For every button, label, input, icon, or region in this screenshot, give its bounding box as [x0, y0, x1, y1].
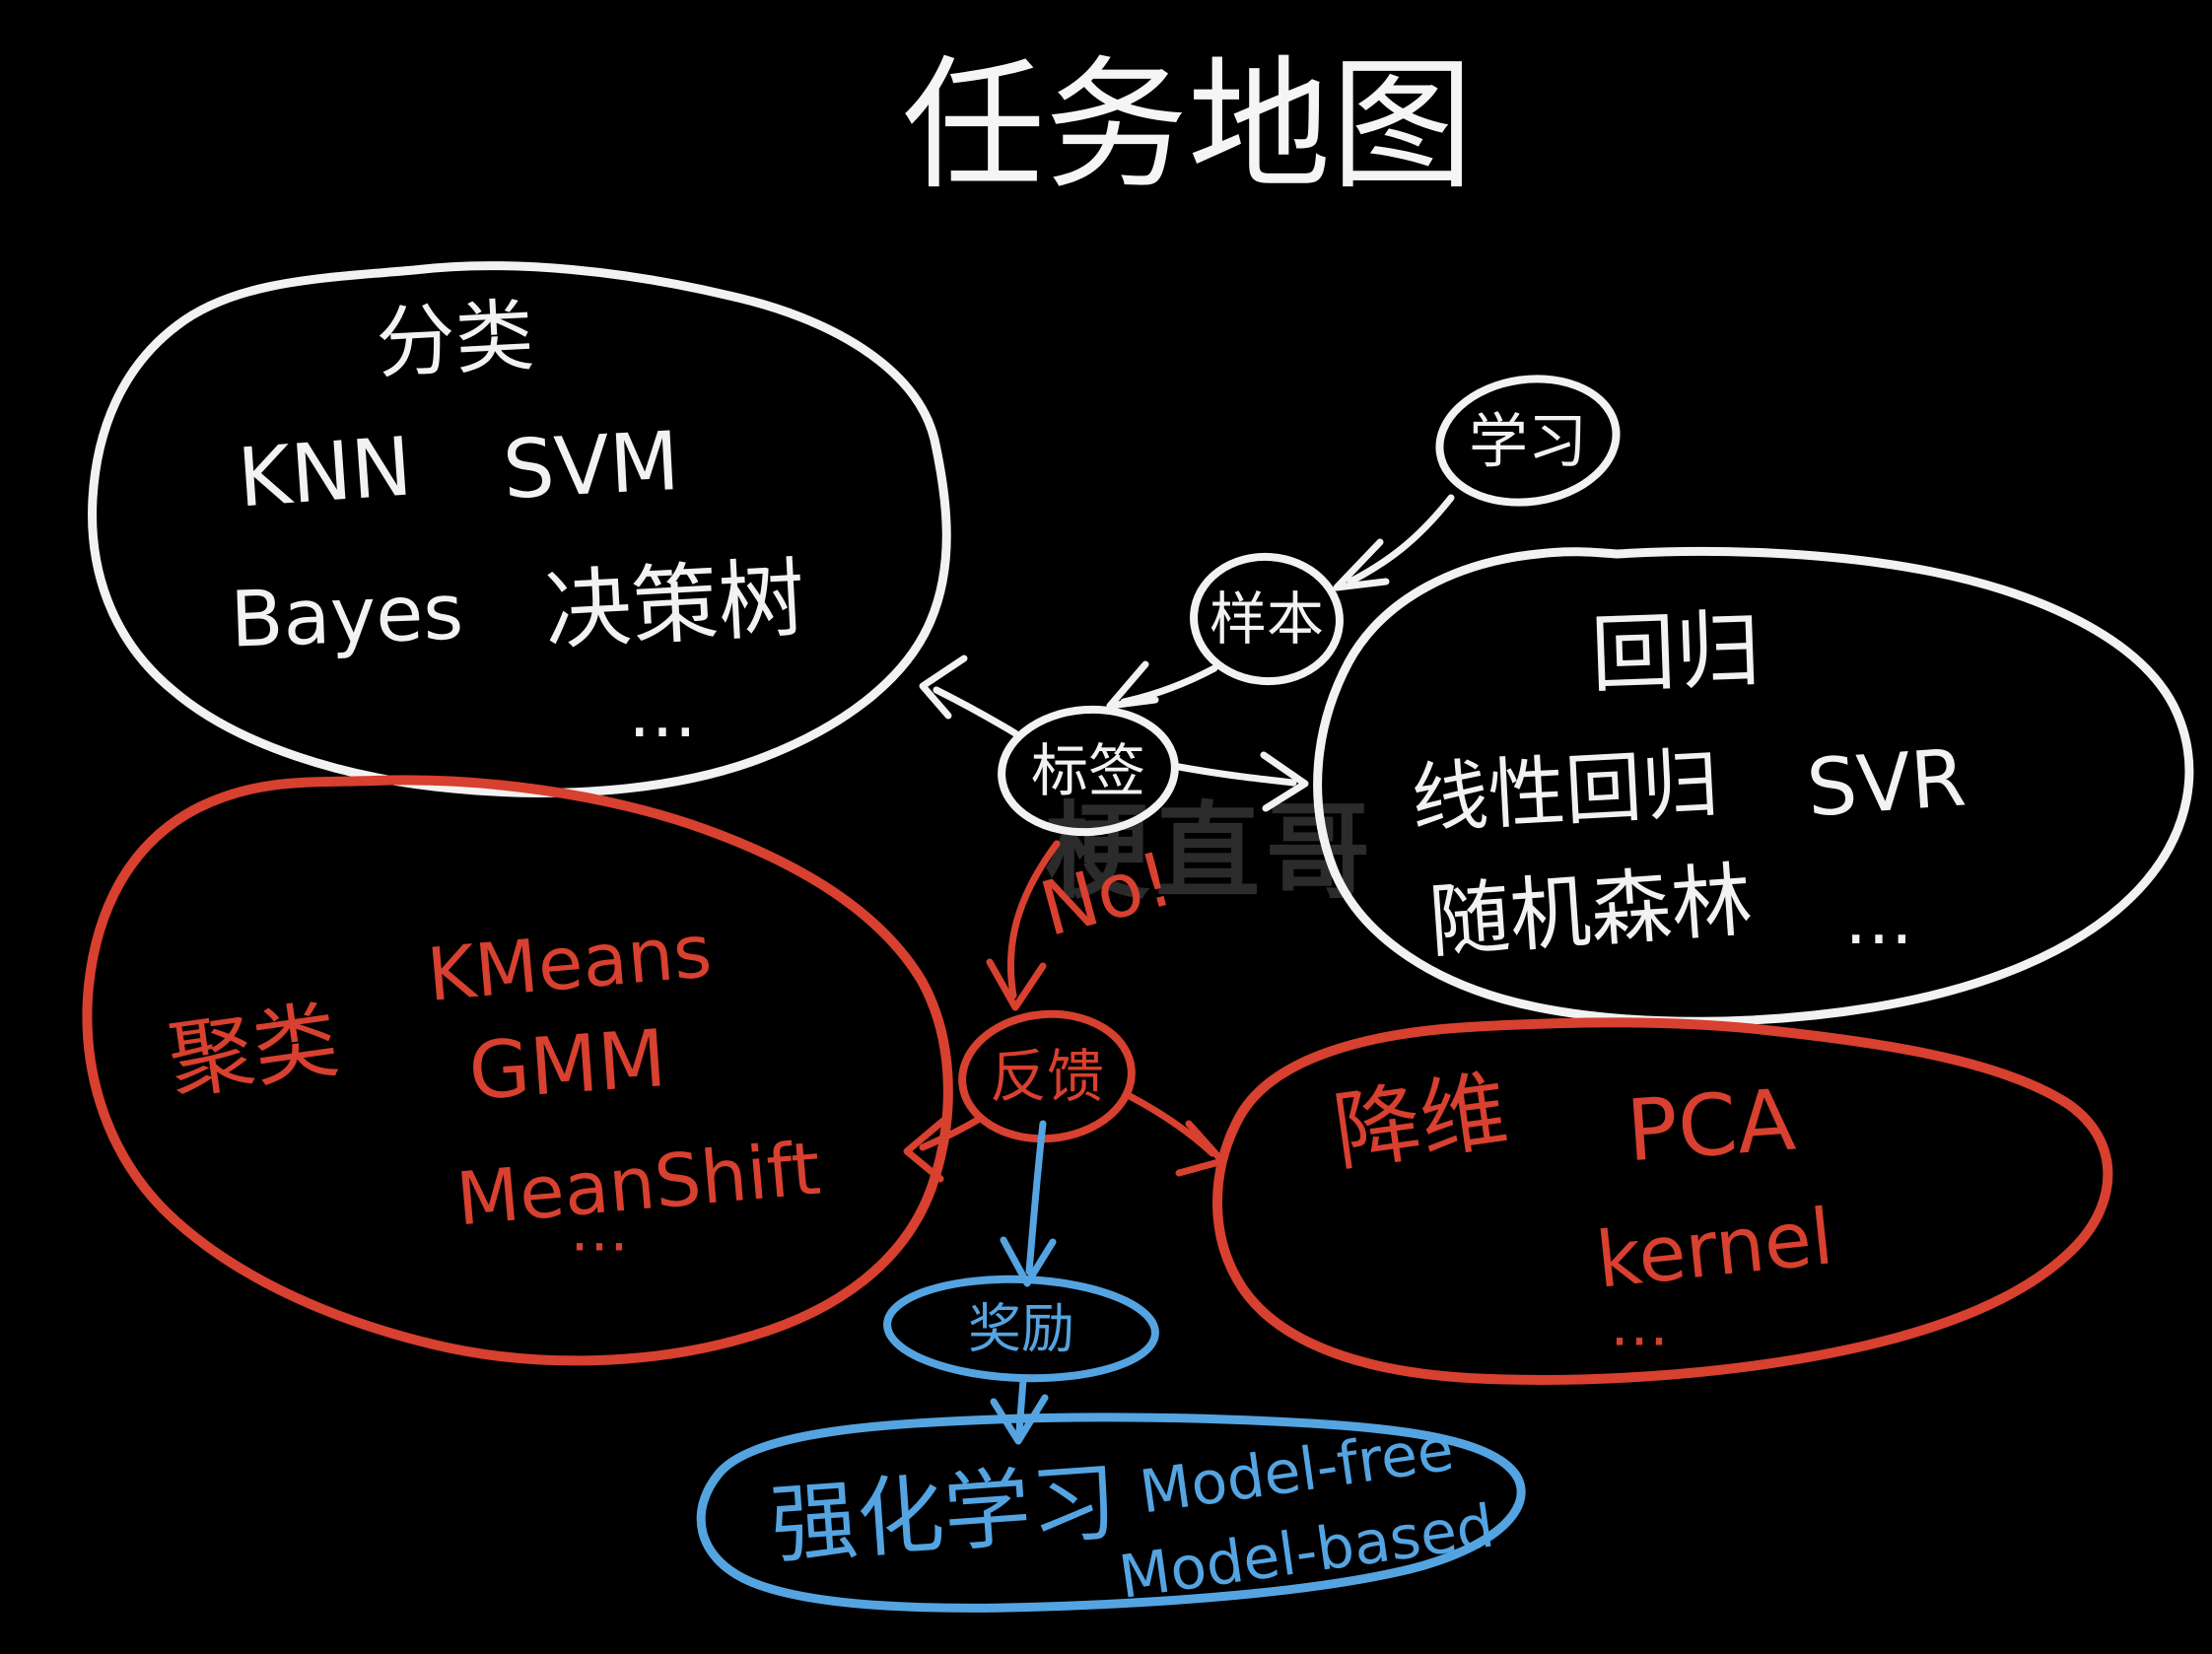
arrow-label-to-regression: [1175, 763, 1297, 787]
dimreduction-item-pca: PCA: [1624, 1071, 1798, 1182]
arrowhead-feedback-to-clustering: [903, 1116, 948, 1183]
clustering-item-meanshift: MeanShift: [453, 1127, 824, 1243]
clustering-item-gmm: GMM: [466, 1012, 669, 1118]
classification-item-knn: KNN: [235, 420, 415, 525]
classification-blob-outline: [88, 261, 951, 797]
label-node-outline: [998, 705, 1179, 837]
regression-blob-outline: [1313, 546, 2194, 1026]
arrow-label-to-feedback: [1007, 840, 1061, 999]
arrow-feedback-to-clustering: [919, 1116, 982, 1151]
arrow-feedback-to-reward: [1025, 1120, 1047, 1275]
dimreduction-ellipsis: …: [1610, 1291, 1669, 1360]
arrow-reward-to-reinforcement: [1015, 1376, 1027, 1435]
regression-ellipsis: …: [1844, 879, 1913, 960]
classification-label: 分类: [374, 290, 536, 389]
reward-node-label: 奖励: [968, 1298, 1074, 1360]
regression-item-random-forest: 随机森林: [1426, 854, 1756, 970]
arrowhead-feedback-to-dimreduction: [1175, 1120, 1226, 1177]
arrow-label-to-classification: [933, 686, 1019, 737]
arrowhead-reward-to-reinforcement: [990, 1394, 1049, 1445]
classification-ellipsis: …: [628, 672, 697, 753]
arrow-learning-to-sample: [1347, 494, 1455, 586]
learning-node-label: 学习: [1469, 408, 1587, 477]
dimreduction-label: 降维: [1328, 1059, 1514, 1183]
reinforcement-blob-outline: [696, 1413, 1526, 1613]
arrowhead-learning-to-sample: [1333, 538, 1390, 591]
regression-item-svr: SVR: [1804, 731, 1969, 834]
arrow-feedback-to-dimreduction: [1126, 1092, 1216, 1157]
classification-item-svm: SVM: [501, 415, 682, 517]
clustering-blob-outline: [82, 775, 953, 1366]
clustering-ellipsis: …: [570, 1197, 629, 1266]
learning-node-outline: [1435, 375, 1621, 507]
sample-node-outline: [1190, 552, 1344, 686]
sample-node-label: 样本: [1210, 586, 1324, 653]
clustering-label: 聚类: [163, 991, 344, 1112]
dimreduction-item-kernel: kernel: [1592, 1193, 1836, 1306]
reinforcement-label: 强化学习: [767, 1451, 1120, 1576]
regression-label: 回归: [1589, 600, 1762, 705]
dimreduction-blob-outline: [1212, 1017, 2113, 1385]
classification-item-bayes: Bayes: [229, 568, 464, 664]
clustering-item-kmeans: KMeans: [424, 909, 715, 1018]
feedback-node-label: 反馈: [990, 1043, 1104, 1110]
arrowhead-sample-to-label: [1106, 660, 1159, 710]
regression-item-linear: 线性回归: [1410, 739, 1721, 844]
classification-item-decision-tree: 决策树: [542, 547, 807, 662]
diagram-title: 任务地图: [902, 43, 1474, 210]
label-node-label: 标签: [1031, 737, 1145, 804]
arrowhead-label-to-classification: [919, 655, 968, 720]
arrowhead-label-to-regression: [1260, 751, 1309, 812]
arrowhead-feedback-to-reward: [1000, 1236, 1057, 1287]
feedback-node-outline: [958, 1009, 1136, 1143]
arrowhead-label-to-feedback: [986, 958, 1047, 1011]
